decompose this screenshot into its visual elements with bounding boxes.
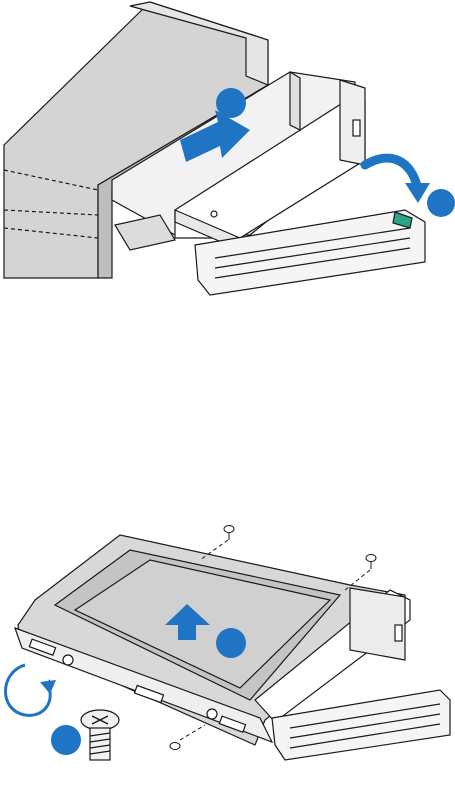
callout-step-1-bottom [216, 628, 246, 658]
callout-step-1 [216, 88, 246, 118]
enlarged-screw-icon [81, 710, 119, 760]
screw-bottom-center [170, 725, 205, 750]
unscrew-arrow [5, 665, 50, 715]
callout-step-2-bottom [51, 725, 81, 755]
figure-install-carrier [4, 2, 455, 295]
callout-step-2 [427, 189, 455, 217]
close-lever-arrowhead [405, 183, 430, 203]
figure-remove-insert [5, 526, 450, 761]
